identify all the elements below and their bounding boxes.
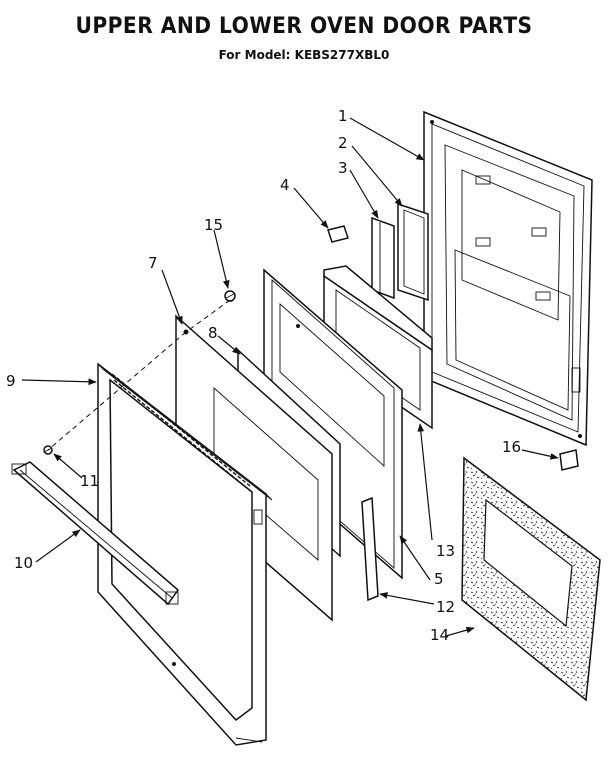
assembly-lines — [47, 299, 231, 451]
callout-12: 12 — [436, 598, 455, 616]
callout-16: 16 — [502, 438, 521, 456]
part-12-side-trim — [361, 496, 379, 602]
diagram-subtitle: For Model: KEBS277XBL0 — [218, 48, 390, 62]
part-1-inner-door-panel — [423, 110, 593, 447]
callout-13: 13 — [436, 542, 455, 560]
part-3-channel-bracket — [371, 216, 395, 300]
callout-11: 11 — [80, 472, 99, 490]
leader-lines — [21, 117, 559, 637]
callout-8: 8 — [208, 324, 218, 342]
callout-labels: 1 2 3 4 5 7 8 9 10 11 12 13 14 15 16 — [6, 107, 521, 644]
callout-15: 15 — [204, 216, 223, 234]
callout-2: 2 — [338, 134, 348, 152]
part-4-clip — [327, 225, 349, 243]
diagram-title: UPPER AND LOWER OVEN DOOR PARTS — [75, 14, 533, 39]
callout-5: 5 — [434, 570, 444, 588]
callout-1: 1 — [338, 107, 348, 125]
part-14-insulation-batt — [461, 456, 601, 702]
callout-9: 9 — [6, 372, 16, 390]
part-16-block — [559, 449, 579, 471]
part-15-screw — [224, 290, 236, 302]
callout-7: 7 — [148, 254, 158, 272]
part-9-door-frame — [97, 362, 273, 746]
callout-3: 3 — [338, 159, 348, 177]
callout-14: 14 — [430, 626, 449, 644]
callout-4: 4 — [280, 176, 290, 194]
callout-10: 10 — [14, 554, 33, 572]
part-10-door-handle — [11, 461, 180, 606]
part-2-door-gasket — [397, 202, 429, 302]
